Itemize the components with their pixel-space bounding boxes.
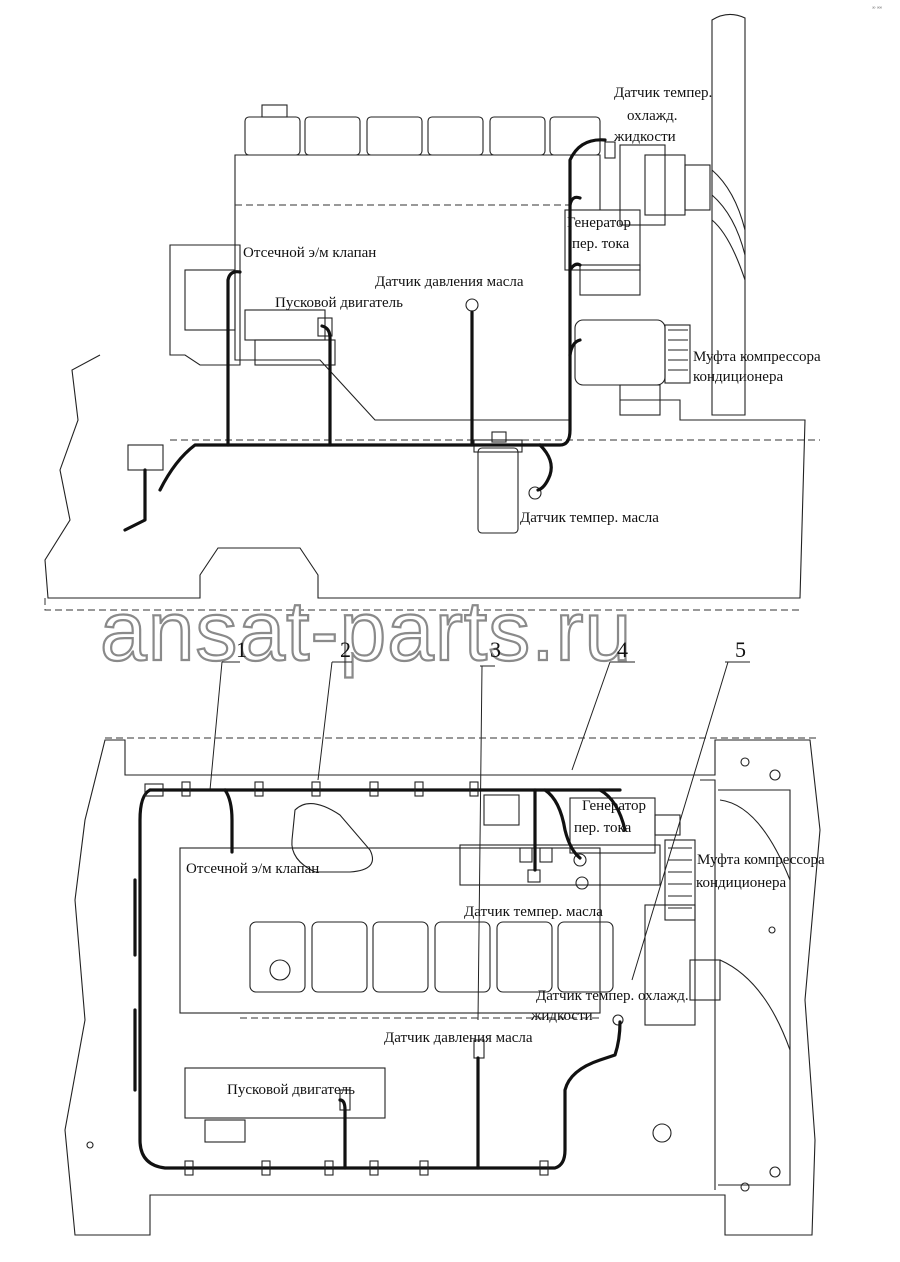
top-view: Датчик темпер. охлажд. жидкости Генерато… (44, 13, 821, 611)
watermark: ansat-parts.ru (100, 584, 632, 678)
label-compressor-clutch-l2: кондиционера (693, 369, 783, 385)
leader-1 (209, 661, 240, 791)
label-generator-l1: Генератор (567, 215, 631, 231)
starter-engine (244, 309, 336, 366)
label-b-starter-engine: Пусковой двигатель (227, 1082, 355, 1098)
generator (564, 144, 711, 296)
label-b-compressor-l2: кондиционера (696, 875, 786, 891)
label-b-coolant-sensor-l2: жидкости (530, 1008, 593, 1024)
callout-4: 4 (617, 637, 628, 662)
bottom-exhaust (719, 799, 791, 1051)
bottom-starter (184, 1067, 386, 1143)
label-shutoff-valve: Отсечной э/м клапан (243, 245, 376, 261)
harness-clips (144, 781, 549, 1176)
label-b-oil-temp-sensor: Датчик темпер. масла (464, 904, 603, 920)
bottom-view: Генератор пер. тока Муфта компрессора ко… (64, 737, 825, 1236)
label-coolant-sensor-l3: жидкости (613, 129, 676, 145)
bottom-compressor (644, 839, 721, 1026)
leader-4 (571, 661, 635, 771)
cylinder-heads (249, 921, 614, 993)
valve-cover (244, 104, 601, 156)
bottom-engine-block (179, 847, 601, 1014)
top-frame-dash (44, 598, 800, 611)
leader-5 (631, 661, 750, 981)
coolant-sensor-icon (604, 141, 616, 159)
label-b-generator-l1: Генератор (582, 798, 646, 814)
oil-filter (473, 439, 523, 534)
callout-2: 2 (340, 637, 351, 662)
label-coolant-sensor-l1: Датчик темпер. (614, 85, 712, 101)
top-harness (123, 138, 607, 532)
corner-mark: ᵃᵒ ᵒᵒᵒ (872, 6, 882, 12)
exhaust-pipe (711, 13, 746, 416)
bottom-harness (133, 788, 627, 1170)
label-starter-engine: Пусковой двигатель (275, 295, 403, 311)
leader-3 (477, 665, 495, 1021)
callout-1: 1 (236, 637, 247, 662)
bottom-frame-outline (64, 739, 821, 1236)
ac-compressor (574, 319, 691, 416)
bottom-oil-temp-sensor-icon (527, 869, 541, 883)
callout-3: 3 (490, 637, 501, 662)
label-generator-l2: пер. тока (572, 236, 630, 252)
clamp-icon (491, 431, 507, 443)
connector-icon (127, 444, 164, 471)
label-oil-pressure-sensor: Датчик давления масла (375, 274, 524, 290)
callouts: 1 2 3 4 5 (209, 637, 750, 1021)
oil-pressure-sensor-icon (465, 298, 479, 312)
flywheel-housing (169, 244, 241, 366)
label-oil-temp-sensor: Датчик темпер. масла (520, 510, 659, 526)
label-b-compressor-l1: Муфта компрессора (697, 852, 825, 868)
label-coolant-sensor-l2: охлажд. (627, 108, 678, 124)
label-compressor-clutch-l1: Муфта компрессора (693, 349, 821, 365)
label-b-shutoff-valve: Отсечной э/м клапан (186, 861, 319, 877)
bottom-coolant-sensor-icon (612, 1014, 624, 1026)
bottom-generator (459, 797, 681, 890)
intake-oval (291, 803, 374, 873)
label-b-generator-l2: пер. тока (574, 820, 632, 836)
oil-temp-sensor-icon (528, 486, 542, 500)
label-b-coolant-sensor-l1: Датчик темпер. охлажд. (536, 988, 689, 1004)
leader-2 (317, 661, 352, 781)
callout-5: 5 (735, 637, 746, 662)
top-frame-outline (44, 354, 806, 599)
bottom-oil-filter (483, 794, 520, 826)
label-b-oil-pressure-sensor: Датчик давления масла (384, 1030, 533, 1046)
